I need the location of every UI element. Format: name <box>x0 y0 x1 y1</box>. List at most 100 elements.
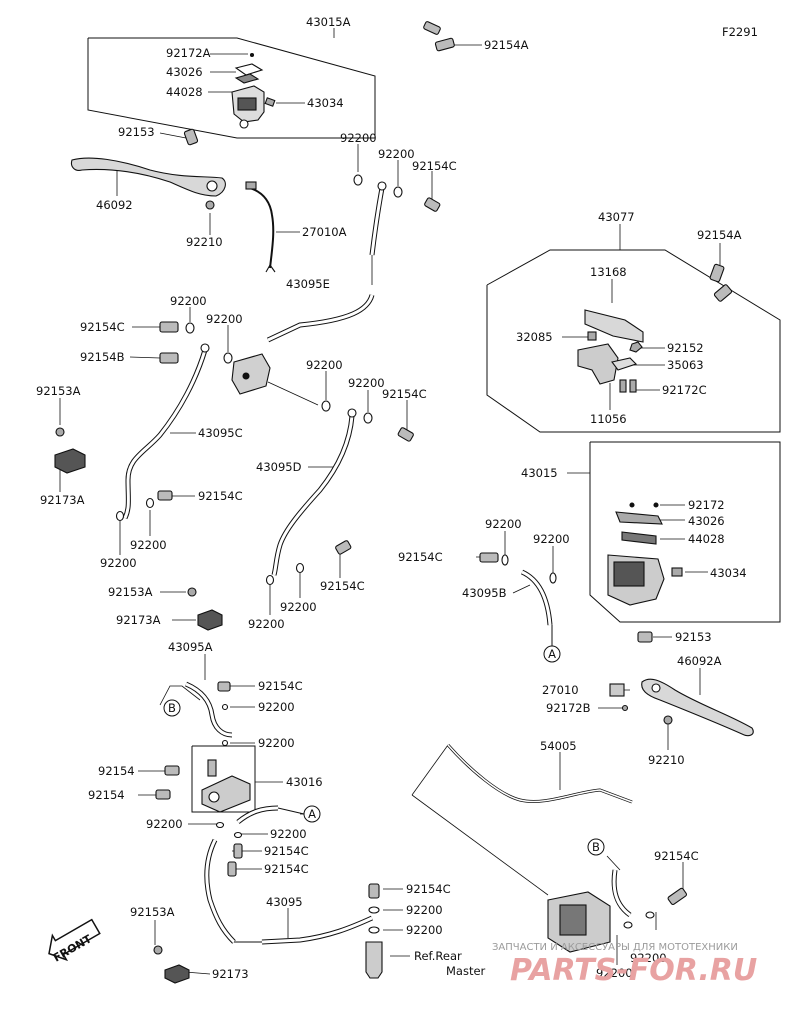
label-43095: 43095 <box>266 895 303 909</box>
callout-B-right: B <box>592 840 600 854</box>
pin-32085 <box>587 331 597 341</box>
label-44028-top: 44028 <box>166 85 203 99</box>
front-badge <box>48 918 101 962</box>
washer-92200-n <box>221 739 229 747</box>
bolt-92154A-top-2 <box>434 37 455 52</box>
washer-92200-b <box>393 186 403 198</box>
bolt-92154C-j <box>368 883 380 899</box>
screw-92172 <box>629 502 635 508</box>
label-92200-h: 92200 <box>100 556 137 570</box>
bolt-92154C-e <box>335 540 352 555</box>
label-92200-r: 92200 <box>406 923 443 937</box>
washer-92200-i <box>265 574 275 586</box>
label-44028-right: 44028 <box>688 532 725 546</box>
label-43015: 43015 <box>521 466 558 480</box>
bolt-92154C-b <box>159 321 179 333</box>
screw-92172A <box>249 52 255 58</box>
label-43095D: 43095D <box>256 460 302 474</box>
washer-92200-c <box>185 322 195 334</box>
bracket-13168 <box>584 309 644 343</box>
washer-92200-l <box>549 572 557 584</box>
bolt-92154C-d <box>157 490 173 501</box>
label-92154A-top: 92154A <box>484 38 529 52</box>
bolt-92154A-right-2 <box>713 284 733 302</box>
label-92154A-right: 92154A <box>697 228 742 242</box>
label-43034-right: 43034 <box>710 566 747 580</box>
parts <box>54 21 754 984</box>
label-92172B: 92172B <box>546 701 591 715</box>
cap-43026 <box>234 63 264 76</box>
label-43026-top: 43026 <box>166 65 203 79</box>
label-92200-d: 92200 <box>206 312 243 326</box>
lever-46092 <box>70 157 226 197</box>
label-32085: 32085 <box>516 330 553 344</box>
watermark-line1: ЗАПЧАСТИ И АКСЕССУАРЫ ДЛЯ МОТОТЕХНИКИ <box>492 942 738 953</box>
clamp-92173A-b <box>197 609 223 631</box>
label-92172A: 92172A <box>166 46 211 60</box>
figure-id: F2291 <box>722 25 758 39</box>
washer-92200-o <box>215 821 225 829</box>
label-13168: 13168 <box>590 265 627 279</box>
label-35063: 35063 <box>667 358 704 372</box>
washer-92200-g <box>145 497 155 509</box>
label-ref-rear: Ref.Rear <box>414 949 462 963</box>
label-92200-p: 92200 <box>270 827 307 841</box>
clamp-screw-92153A-a <box>55 427 65 437</box>
label-92200-g: 92200 <box>130 538 167 552</box>
washer-92200-a <box>353 174 363 186</box>
label-92153-right: 92153 <box>675 630 712 644</box>
washer-92200-k <box>501 554 509 566</box>
label-92200-o: 92200 <box>146 817 183 831</box>
label-43026-right: 43026 <box>688 514 725 528</box>
bolt-43034-right <box>671 567 683 577</box>
label-92153A-b: 92153A <box>108 585 153 599</box>
bolt-92154C-h <box>233 843 243 859</box>
label-92154C-h: 92154C <box>264 844 309 858</box>
washer-92200-r <box>368 926 380 934</box>
washer-92200-p <box>233 831 243 839</box>
label-92153-top: 92153 <box>118 125 155 139</box>
pivot-92210-right <box>663 715 673 725</box>
label-92154C-d: 92154C <box>198 489 243 503</box>
label-46092: 46092 <box>96 198 133 212</box>
label-92152: 92152 <box>667 341 704 355</box>
rear-master <box>365 941 383 979</box>
watermark-line2: PARTS-FOR.RU <box>510 953 757 988</box>
clamp-screw-92153A-b <box>187 587 197 597</box>
label-92200-b: 92200 <box>378 147 415 161</box>
bolt-92154C-g <box>217 681 231 692</box>
lever-46092A <box>641 678 754 737</box>
plate-35063 <box>611 357 638 371</box>
washer-92200-h <box>115 510 125 522</box>
callout-B-left: B <box>168 701 176 715</box>
switch-27010A <box>249 187 275 269</box>
label-92153A-c: 92153A <box>130 905 175 919</box>
label-92153A-a: 92153A <box>36 384 81 398</box>
label-92154-b: 92154 <box>88 788 125 802</box>
bolt-92153-right <box>637 631 653 643</box>
washer-92200-e <box>321 400 331 412</box>
label-92154C-b: 92154C <box>80 320 125 334</box>
screw-92172B <box>621 704 629 712</box>
clamp-92173 <box>164 964 190 984</box>
label-92200-n: 92200 <box>258 736 295 750</box>
label-92154C-a: 92154C <box>412 159 457 173</box>
label-92200-m: 92200 <box>258 700 295 714</box>
bolt-92154A-right-1 <box>709 263 725 283</box>
label-92154C-i: 92154C <box>264 862 309 876</box>
label-92154C-g: 92154C <box>258 679 303 693</box>
label-92200-f: 92200 <box>348 376 385 390</box>
label-92172C: 92172C <box>662 383 707 397</box>
callout-A-right: A <box>548 647 556 661</box>
label-92200-i: 92200 <box>280 600 317 614</box>
label-27010: 27010 <box>542 683 579 697</box>
label-92210-right: 92210 <box>648 753 685 767</box>
washer-92200-m <box>221 703 229 711</box>
label-92200-s: 92200 <box>630 951 667 965</box>
master-body-11056 <box>577 343 619 385</box>
cap-43026-right <box>615 511 663 525</box>
label-92154B: 92154B <box>80 350 125 364</box>
label-92200-t: 92200 <box>596 966 633 980</box>
valve-43016 <box>201 775 251 813</box>
